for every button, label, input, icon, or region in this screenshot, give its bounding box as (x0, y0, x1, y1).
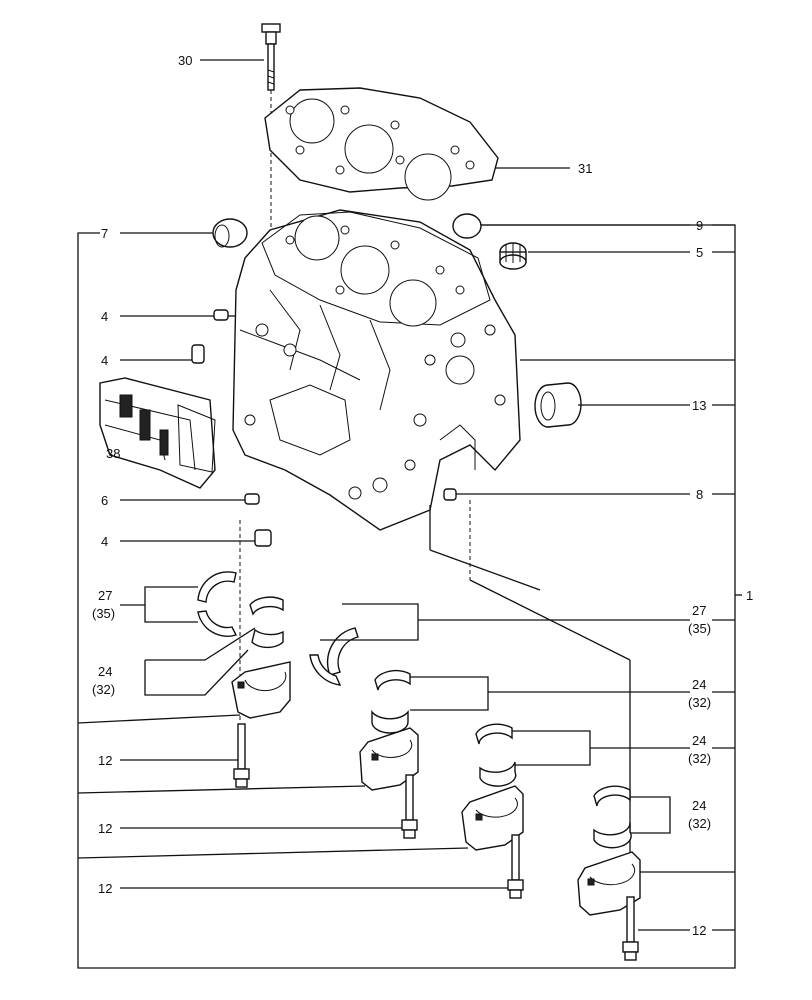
callout-labels: 30 31 7 9 5 4 4 13 38 6 8 4 1 27 (35) 27… (92, 53, 753, 938)
callout-6: 6 (101, 493, 108, 508)
callout-4-b: 4 (101, 353, 108, 368)
callout-8: 8 (696, 487, 703, 502)
part-7-expansion-plug (120, 218, 248, 248)
part-5-cap (499, 242, 735, 270)
callout-35-left: (35) (92, 606, 115, 621)
part-27-thrust-washer-right (309, 603, 735, 686)
callout-7: 7 (101, 226, 108, 241)
callout-32-c: (32) (688, 751, 711, 766)
part-24-bearing-shell-b (371, 669, 735, 734)
callout-31: 31 (578, 161, 592, 176)
callout-24-d: 24 (692, 798, 706, 813)
callout-35-right: (35) (688, 621, 711, 636)
callout-12-c: 12 (98, 881, 112, 896)
part-bearing-cap-3 (77, 785, 524, 859)
callout-12-b: 12 (98, 821, 112, 836)
part-bearing-cap-2 (77, 727, 419, 794)
part-4-plug-c (120, 529, 272, 547)
part-4-plug-a (120, 309, 236, 321)
part-24-bearing-shell-d (593, 785, 671, 849)
part-4-plug-b (120, 344, 205, 364)
part-12-bolt-c (120, 834, 524, 899)
part-24-bearing-shell-a (144, 596, 284, 696)
part-27-thrust-washer-left (120, 571, 237, 637)
part-bearing-cap-4 (577, 851, 735, 916)
callout-12-a: 12 (98, 753, 112, 768)
callout-27-left: 27 (98, 588, 112, 603)
callout-4-a: 4 (101, 309, 108, 324)
part-31-head-gasket (264, 87, 570, 201)
callout-32-b: (32) (688, 695, 711, 710)
callout-24-a: 24 (98, 664, 112, 679)
callout-24-b: 24 (692, 677, 706, 692)
callout-5: 5 (696, 245, 703, 260)
part-24-bearing-shell-c (475, 723, 735, 787)
callout-30: 30 (178, 53, 192, 68)
part-12-bolt-a (120, 723, 250, 788)
part-38-component (99, 377, 216, 489)
part-12-bolt-b (120, 774, 418, 839)
callout-32-a: (32) (92, 682, 115, 697)
callout-24-c: 24 (692, 733, 706, 748)
part-bearing-cap-1 (77, 661, 291, 724)
assembly-bracket-frame (77, 224, 742, 969)
callout-4-c: 4 (101, 534, 108, 549)
part-9-expansion-plug (452, 213, 735, 239)
callout-27-right: 27 (692, 603, 706, 618)
callout-12-d: 12 (692, 923, 706, 938)
callout-32-d: (32) (688, 816, 711, 831)
part-13-bushing (534, 382, 735, 428)
part-8-plug (443, 488, 735, 501)
callout-38: 38 (106, 446, 120, 461)
part-6-plug (120, 493, 260, 505)
callout-9: 9 (696, 218, 703, 233)
part-engine-block (232, 209, 521, 531)
part-12-bolt-d (622, 896, 735, 961)
callout-13: 13 (692, 398, 706, 413)
callout-1: 1 (746, 588, 753, 603)
